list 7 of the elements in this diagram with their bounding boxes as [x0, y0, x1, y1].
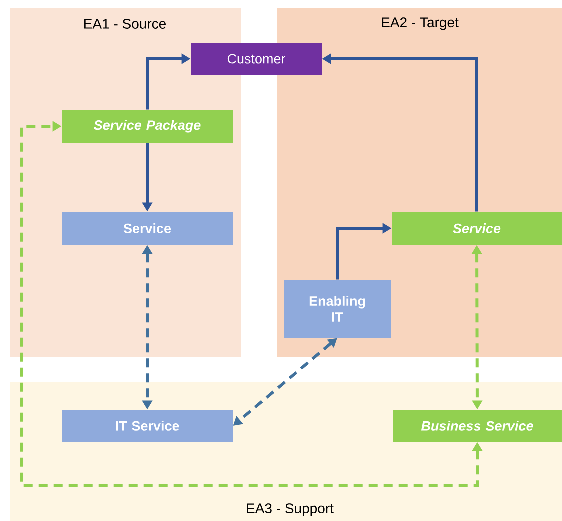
process-box: Service [392, 212, 562, 245]
process-box: Enabling IT [284, 280, 391, 338]
process-box: Service [62, 212, 233, 245]
process-box: Business Service [393, 410, 562, 442]
process-box: IT Service [62, 410, 233, 442]
process-box: Service Package [62, 110, 233, 143]
process-box: Customer [191, 43, 322, 75]
